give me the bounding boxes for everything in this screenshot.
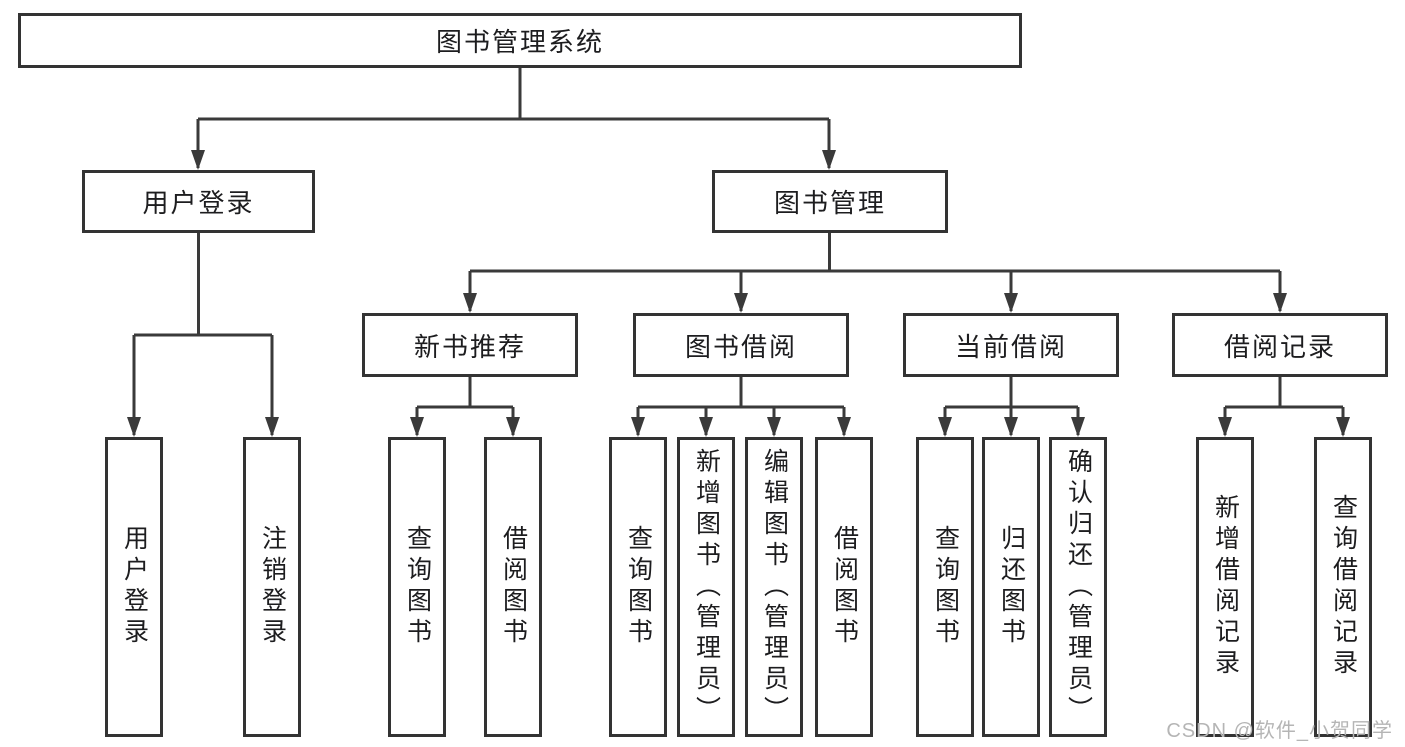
- leaf-logout-login: 注销登录: [243, 437, 301, 737]
- leaf-query-book-current: 查询图书: [916, 437, 974, 737]
- leaf-confirm-return-admin: 确认归还（管理员）: [1049, 437, 1107, 737]
- connector-trunks: [134, 68, 1343, 409]
- leaf-query-book-borrow: 查询图书: [609, 437, 667, 737]
- node-new-book-recommend: 新书推荐: [362, 313, 578, 377]
- leaf-edit-book-admin: 编辑图书（管理员）: [745, 437, 803, 737]
- node-borrow-records: 借阅记录: [1172, 313, 1388, 377]
- node-current-borrow: 当前借阅: [903, 313, 1119, 377]
- leaf-add-borrow-record: 新增借阅记录: [1196, 437, 1254, 737]
- leaf-return-book: 归还图书: [982, 437, 1040, 737]
- node-user-login: 用户登录: [82, 170, 315, 233]
- leaf-borrow-book: 借阅图书: [815, 437, 873, 737]
- node-book-borrow: 图书借阅: [633, 313, 849, 377]
- node-book-management: 图书管理: [712, 170, 948, 233]
- node-root-system: 图书管理系统: [18, 13, 1022, 68]
- leaf-query-borrow-record: 查询借阅记录: [1314, 437, 1372, 737]
- leaf-query-book-recommend: 查询图书: [388, 437, 446, 737]
- csdn-watermark: CSDN @软件_小贺同学: [1166, 720, 1393, 742]
- leaf-borrow-book-recommend: 借阅图书: [484, 437, 542, 737]
- leaf-user-login: 用户登录: [105, 437, 163, 737]
- leaf-add-book-admin: 新增图书（管理员）: [677, 437, 735, 737]
